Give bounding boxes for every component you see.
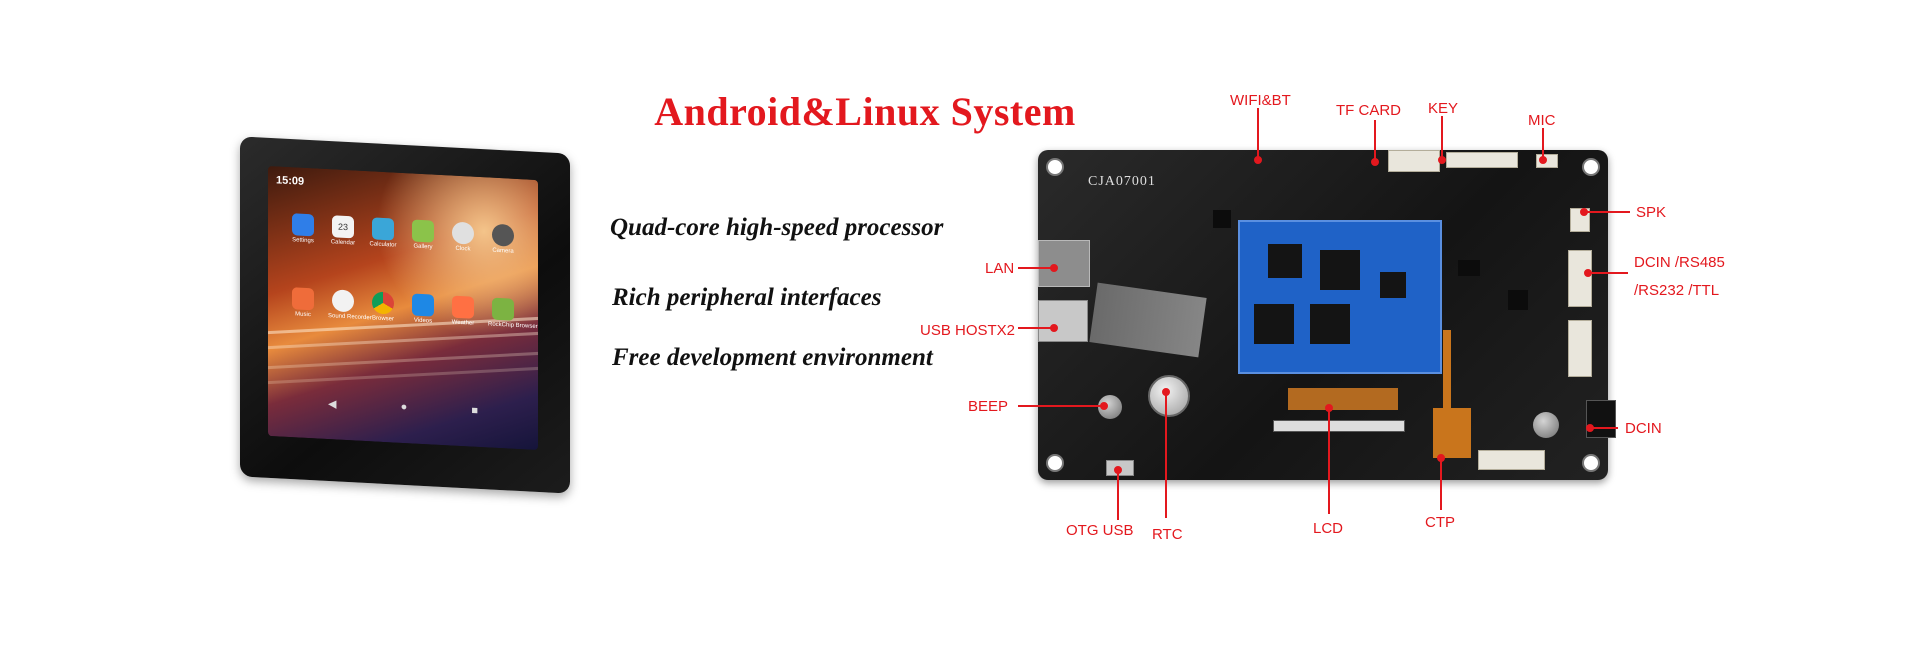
callout-mic: MIC — [1528, 112, 1556, 129]
callout-ctp: CTP — [1425, 514, 1455, 531]
chip — [1213, 210, 1231, 228]
feature-dev-environment: Free development environment — [612, 344, 933, 371]
pmic-chip — [1380, 272, 1406, 298]
callout-dcin-rs485: DCIN /RS485 — [1634, 254, 1725, 271]
cpu-module — [1238, 220, 1442, 374]
circuit-board-image: CJA07001 — [1038, 150, 1616, 480]
mount-hole — [1046, 454, 1064, 472]
cpu-chip — [1320, 250, 1360, 290]
dc-jack — [1586, 400, 1616, 438]
capacitor — [1533, 412, 1559, 438]
usb-host-port — [1038, 300, 1088, 342]
callout-lcd: LCD — [1313, 520, 1344, 537]
callout-dcin: DCIN — [1625, 420, 1662, 437]
rtc-battery — [1148, 375, 1190, 417]
lan-port — [1038, 240, 1090, 287]
dcin-rs485-connector — [1568, 250, 1592, 307]
bottom-connector — [1478, 450, 1545, 470]
chip — [1458, 260, 1480, 276]
callout-usb-host: USB HOSTX2 — [920, 322, 1016, 339]
callout-tf-card: TF CARD — [1336, 102, 1401, 119]
callout-lan: LAN — [985, 260, 1015, 277]
callout-spk: SPK — [1636, 204, 1667, 221]
feature-interfaces: Rich peripheral interfaces — [612, 284, 882, 311]
memory-chip — [1254, 304, 1294, 344]
feature-processor: Quad-core high-speed processor — [610, 214, 944, 241]
key-connector — [1446, 152, 1518, 168]
mount-hole — [1046, 158, 1064, 176]
memory-chip — [1268, 244, 1302, 278]
ctp-connector — [1433, 408, 1471, 458]
callout-otg-usb: OTG USB — [1066, 522, 1134, 539]
memory-chip — [1310, 304, 1350, 344]
rs232-connector — [1568, 320, 1592, 377]
lcd-fpc-connector — [1288, 388, 1398, 410]
callout-rs232-ttl: /RS232 /TTL — [1634, 282, 1720, 299]
ctp-ribbon — [1443, 330, 1451, 410]
board-silkscreen: CJA07001 — [1088, 174, 1156, 189]
mount-hole — [1582, 454, 1600, 472]
callout-key: KEY — [1428, 100, 1459, 117]
lcd-header — [1273, 420, 1405, 432]
mount-hole — [1582, 158, 1600, 176]
chip — [1508, 290, 1528, 310]
callout-beep: BEEP — [968, 398, 1009, 415]
callout-rtc: RTC — [1152, 526, 1183, 543]
callout-wifi-bt: WIFI&BT — [1230, 92, 1291, 109]
page-title: Android&Linux System — [654, 89, 1076, 134]
